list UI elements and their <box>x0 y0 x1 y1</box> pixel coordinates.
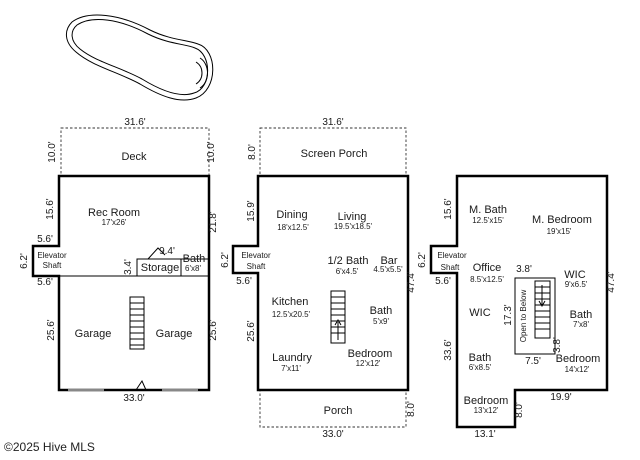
plan2-left-dim: 25.6' <box>246 320 257 341</box>
plan3-open-dim-right: 3.8' <box>552 337 563 353</box>
living-size: 19.5'x18.5' <box>334 222 373 231</box>
plan1-elev-dim-top: 5.6' <box>37 234 53 245</box>
plan2-elevator-line1: Elevator <box>241 251 271 260</box>
office-size: 8.5'x12.5' <box>470 275 504 284</box>
plan3-open-dim-top: 3.8' <box>516 264 532 275</box>
screen-porch-label: Screen Porch <box>301 148 368 160</box>
plan2-elev-dim-side: 6.2' <box>220 252 231 268</box>
bar-label: Bar <box>380 255 397 267</box>
plan3-left-dim: 15.6' <box>443 198 454 219</box>
plan1-rec-dim-left: 15.6' <box>45 198 56 219</box>
garage-left-label: Garage <box>75 328 112 340</box>
plan1-elev-dim-bottom: 5.6' <box>37 277 53 288</box>
plan1-bottom-width: 33.0' <box>123 393 144 404</box>
m-bath-label: M. Bath <box>469 204 507 216</box>
plan3-bedroom-right-size: 14'x12' <box>565 365 590 374</box>
plan3-elev-dim-bottom: 5.6' <box>435 276 451 287</box>
plan3-right-dim: 47.4' <box>606 271 617 292</box>
plan3-open-dim-bottom: 7.5' <box>525 356 541 367</box>
plan1-top-width: 31.6' <box>124 117 145 128</box>
main-level-walls <box>231 174 410 392</box>
m-bedroom-size: 19'x15' <box>547 227 572 236</box>
storage-room <box>136 258 182 277</box>
stairs-main <box>330 290 346 344</box>
plan3-elev-dim-side: 6.2' <box>417 252 428 268</box>
storage-label: Storage <box>141 262 180 274</box>
dining-size: 18'x12.5' <box>277 223 309 232</box>
plan3-bottom-width: 13.1' <box>474 429 495 440</box>
plan3-bedroom-bottom-size: 13'x12' <box>474 406 499 415</box>
kitchen-size: 12.5'x20.5' <box>272 310 311 319</box>
plan1-elev-dim-side: 6.2' <box>19 253 30 269</box>
office-label: Office <box>473 262 502 274</box>
plan1-stair-dim: 9.4' <box>159 246 175 257</box>
rec-room-size: 17'x26' <box>102 218 127 227</box>
plan3-bath-right-size: 7'x8' <box>573 320 589 329</box>
plan2-dining-dim: 15.9' <box>246 200 257 221</box>
bar-size: 4.5'x5.5' <box>373 265 403 274</box>
plan3-step-dim: 19.9' <box>550 392 571 403</box>
upper-level-walls <box>429 174 609 429</box>
plan1-deck-dim-left: 10.0' <box>47 141 58 162</box>
plan2-bath-label: Bath <box>370 305 393 317</box>
plan3-elevator-line1: Elevator <box>437 251 467 260</box>
plan3-lower-left-dim: 33.6' <box>443 339 454 360</box>
plan2-porch-dim: 8.0' <box>406 401 417 417</box>
plan2-bottom-width: 33.0' <box>322 429 343 440</box>
plan2-bedroom-size: 12'x12' <box>356 359 381 368</box>
plan3-bedroom-right-label: Bedroom <box>556 353 601 365</box>
plan1-garage-dim-right: 25.6' <box>208 319 219 340</box>
plan1-bath-size: 6'x8' <box>185 264 201 273</box>
plan3-bath-center-size: 6'x8.5' <box>469 363 492 372</box>
plan1-deck-dim-right: 10.0' <box>206 141 217 162</box>
plan1-stair-dim-side: 3.4' <box>123 259 134 275</box>
plan1-bath-label: Bath <box>183 253 206 265</box>
rec-room-label: Rec Room <box>88 207 140 219</box>
plan2-bedroom-label: Bedroom <box>348 348 393 360</box>
m-bedroom-label: M. Bedroom <box>532 214 592 226</box>
plan2-right-dim: 47.4' <box>406 271 417 292</box>
plan2-porch-dim: 8.0' <box>247 144 258 160</box>
open-to-below-label: Open to Below <box>519 290 528 343</box>
porch-label: Porch <box>324 405 353 417</box>
garage-right-label: Garage <box>156 328 193 340</box>
plan3-elevator-line2: Shaft <box>441 263 460 272</box>
living-label: Living <box>338 211 367 223</box>
m-bath-size: 12.5'x15' <box>472 216 504 225</box>
plan-main-level: 31.6' 8.0' Screen Porch 15.9' Dining 18'… <box>220 117 417 440</box>
plan3-open-dim-side: 17.3' <box>503 304 514 325</box>
half-bath-label: 1/2 Bath <box>328 255 369 267</box>
plan1-elevator-line1: Elevator <box>37 251 67 260</box>
plan-upper-level: 15.6' M. Bath 12.5'x15' M. Bedroom 19'x1… <box>417 174 617 440</box>
plan-lower-level: 31.6' 10.0' 10.0' Deck 15.6' 21.8' Rec R… <box>19 117 219 404</box>
kitchen-label: Kitchen <box>272 296 309 308</box>
dining-label: Dining <box>276 209 307 221</box>
plan2-bath-size: 5'x9' <box>373 317 389 326</box>
plan2-top-width: 31.6' <box>322 117 343 128</box>
wic-lower-label: WIC <box>469 307 490 319</box>
deck-label: Deck <box>121 151 147 163</box>
open-to-below-area <box>514 277 556 355</box>
pool-shape <box>66 14 214 101</box>
copyright-notice: ©2025 Hive MLS <box>4 440 95 454</box>
stairs-lower <box>129 296 145 350</box>
plan1-garage-dim-left: 25.6' <box>46 319 57 340</box>
wic-upper-size: 9'x6.5' <box>565 280 588 289</box>
plan3-bedroom-bottom-label: Bedroom <box>464 395 509 407</box>
half-bath-size: 6'x4.5' <box>336 267 359 276</box>
plan2-elev-dim-bottom: 5.6' <box>236 276 252 287</box>
laundry-size: 7'x11' <box>281 364 301 373</box>
plan3-bath-right-label: Bath <box>570 309 593 321</box>
plan3-bottom-dim-side: 8.0' <box>514 402 525 418</box>
plan3-bath-center-label: Bath <box>469 352 492 364</box>
plan1-elevator-line2: Shaft <box>43 261 62 270</box>
plan1-rec-dim-right: 21.8' <box>208 211 219 232</box>
plan2-elevator-line2: Shaft <box>247 262 266 271</box>
laundry-label: Laundry <box>272 352 312 364</box>
wic-upper-label: WIC <box>564 269 585 281</box>
